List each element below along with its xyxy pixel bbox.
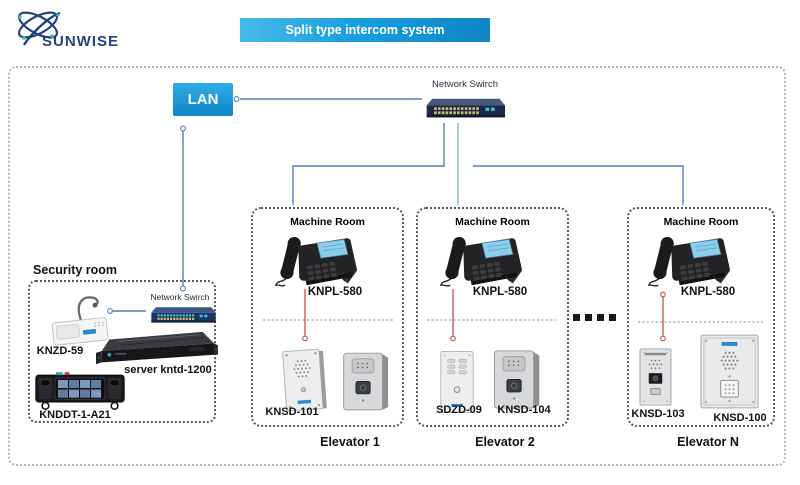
intercom-knsd100	[698, 333, 761, 415]
device-label-knsd104: KNSD-104	[497, 404, 551, 416]
security-switch-label: Network Swirch	[150, 292, 210, 302]
machine-room-title-3: Machine Room	[663, 216, 739, 228]
intercom-knzd59	[42, 292, 120, 355]
device-label-knddt: KNDDT-1-A21	[39, 409, 111, 421]
brand-logo: SUNWISE	[14, 5, 224, 55]
phone-label-3: KNPL-580	[680, 286, 736, 298]
machine-room-title-2: Machine Room	[455, 216, 530, 228]
phone-label-2: KNPL-580	[472, 286, 528, 298]
diagram-border	[8, 66, 786, 466]
ip-phone-icon-2	[439, 236, 523, 287]
device-label-sdzd09: SDZD-09	[436, 404, 482, 416]
elevator-label-2: Elevator 2	[475, 435, 535, 449]
device-label-knsd100: KNSD-100	[713, 412, 767, 424]
ip-phone-icon-3	[647, 236, 731, 287]
intercom-sdzd09	[437, 349, 477, 420]
intercom-knsd104	[486, 349, 544, 416]
elevator-label-1: Elevator 1	[320, 435, 380, 449]
intercom-knsd101	[278, 345, 331, 421]
device-label-knzd59: KNZD-59	[36, 345, 84, 357]
brand-name: SUNWISE	[42, 33, 120, 50]
server-icon	[96, 331, 218, 365]
intercom-knsd103	[637, 347, 674, 412]
top-switch-label: Network Swirch	[432, 79, 498, 90]
intercom-panel-unlabeled	[338, 351, 390, 418]
elevator-label-3: Elevator N	[677, 435, 739, 449]
network-switch-icon	[426, 98, 506, 118]
ip-phone-icon-1	[274, 236, 358, 287]
continuation-dots	[573, 314, 621, 324]
atom-logo-icon	[17, 11, 61, 46]
phone-label-1: KNPL-580	[307, 286, 363, 298]
device-label-knsd101: KNSD-101	[265, 406, 319, 418]
security-switch-icon	[151, 307, 216, 323]
device-label-server: server kntd-1200	[124, 364, 212, 376]
lan-node: LAN	[173, 83, 233, 116]
device-label-knsd103: KNSD-103	[631, 408, 685, 420]
console-knddt	[32, 368, 128, 417]
page-title: Split type intercom system	[240, 18, 490, 42]
machine-room-title-1: Machine Room	[290, 216, 365, 228]
security-room-title: Security room	[33, 263, 118, 277]
